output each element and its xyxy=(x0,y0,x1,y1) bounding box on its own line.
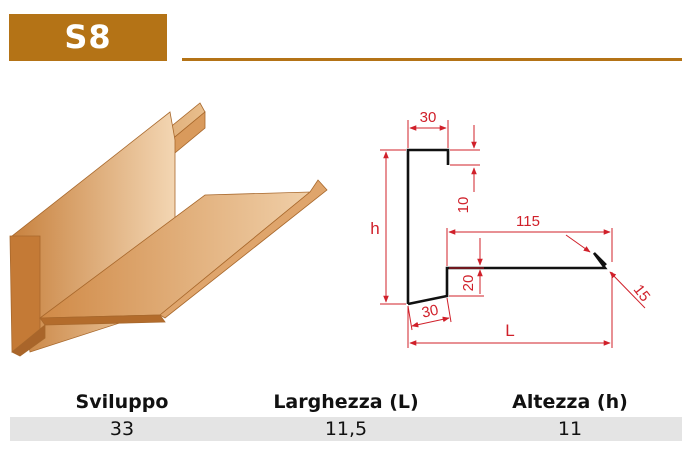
dim-bottom-length: 115 xyxy=(516,213,540,230)
profile-drawing: 30 10 h 115 20 15 30 L xyxy=(9,102,653,357)
dim-hem: 15 xyxy=(630,281,654,305)
dim-height: h xyxy=(370,219,379,238)
dim-top-lip: 10 xyxy=(455,197,472,214)
spec-header-altezza: Altezza (h) xyxy=(512,391,628,413)
spec-value-larghezza: 11,5 xyxy=(324,418,368,440)
dim-length: L xyxy=(505,321,514,340)
profile-section-view xyxy=(406,148,608,306)
spec-header-larghezza: Larghezza (L) xyxy=(273,391,419,413)
dim-top-flange: 30 xyxy=(420,109,437,126)
spec-table: Sviluppo Larghezza (L) Altezza (h) 33 11… xyxy=(10,387,682,441)
dimension-lines xyxy=(380,120,646,348)
profile-3d-view xyxy=(9,102,328,357)
spec-value-row: 33 11,5 11 xyxy=(10,417,682,441)
header-rule xyxy=(182,58,682,61)
spec-header-row: Sviluppo Larghezza (L) Altezza (h) xyxy=(10,387,682,417)
profile-code-badge: S8 xyxy=(9,14,167,61)
spec-header-sviluppo: Sviluppo xyxy=(75,391,169,413)
spec-value-altezza: 11 xyxy=(557,418,583,440)
dimension-labels: 30 10 h 115 20 15 30 L xyxy=(370,109,653,340)
spec-value-sviluppo: 33 xyxy=(109,418,135,440)
dim-bottom-slant: 30 xyxy=(420,302,440,322)
dim-bottom-step: 20 xyxy=(460,275,477,292)
